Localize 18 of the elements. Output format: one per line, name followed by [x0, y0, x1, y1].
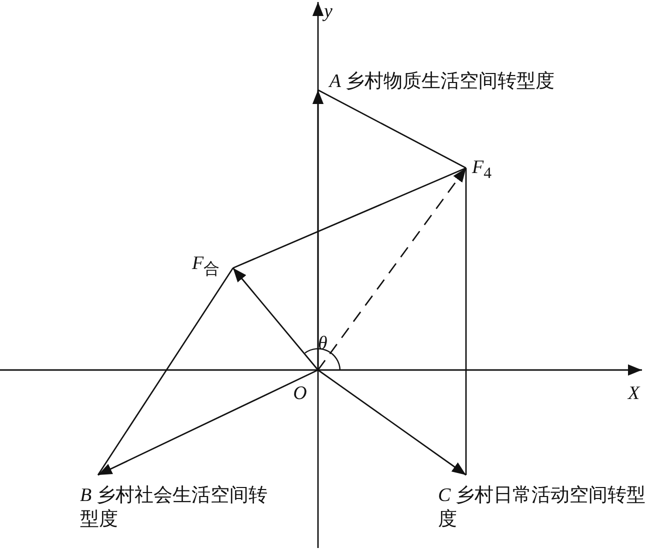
line	[318, 89, 466, 169]
point-label: F$_{合}$	[192, 252, 232, 282]
point-label: B 乡村社会生活空间转型度	[80, 484, 280, 532]
axis-label: X	[628, 382, 640, 406]
point-label: A 乡村物质生活空间转型度	[322, 70, 562, 94]
line	[232, 167, 466, 269]
point-label: F$_{4}$	[472, 156, 512, 186]
axis-label: y	[324, 0, 332, 24]
axis-label: θ	[318, 332, 328, 356]
point-label: O	[288, 382, 312, 406]
arrow	[317, 168, 467, 370]
line	[465, 168, 467, 475]
point-label: C 乡村日常活动空间转型度	[438, 484, 648, 532]
arrow	[232, 268, 319, 370]
line	[97, 268, 234, 476]
arrow	[318, 369, 466, 476]
arrow	[312, 90, 324, 370]
arrow	[98, 369, 318, 476]
